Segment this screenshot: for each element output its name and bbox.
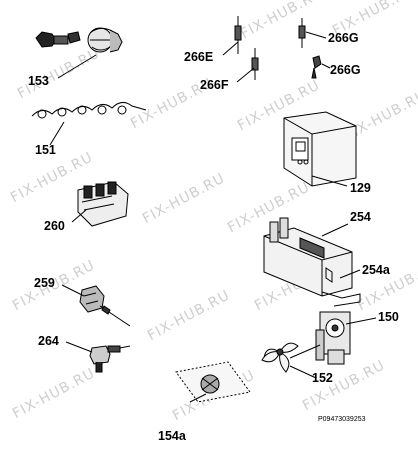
- part-154a-filter: [175, 361, 251, 403]
- label-266g-top: 266G: [328, 31, 359, 45]
- label-266g-bottom: 266G: [330, 63, 361, 77]
- label-266e: 266E: [184, 50, 214, 64]
- part-259-switch: [61, 284, 131, 327]
- label-260: 260: [44, 219, 65, 233]
- part-150-fan-motor: [315, 311, 377, 365]
- label-150: 150: [378, 310, 399, 324]
- part-152-fan-blade: [261, 342, 321, 379]
- label-152: 152: [312, 371, 333, 385]
- part-260-terminal-block: [71, 181, 129, 227]
- label-129: 129: [350, 181, 371, 195]
- part-266-fuses: [222, 16, 331, 83]
- drawing-code: P09473039253: [318, 416, 366, 423]
- label-254a: 254a: [362, 263, 390, 277]
- part-129-timer-module: [283, 111, 357, 187]
- part-151-bead-chain: [31, 102, 147, 146]
- part-254-igniter: [263, 217, 361, 307]
- label-154a: 154a: [158, 429, 186, 443]
- part-153-knob: [35, 27, 123, 79]
- label-254: 254: [350, 210, 371, 224]
- label-151: 151: [35, 143, 56, 157]
- label-153: 153: [28, 74, 49, 88]
- part-264-connector: [65, 341, 131, 373]
- label-266f: 266F: [200, 78, 229, 92]
- label-264: 264: [38, 334, 59, 348]
- label-259: 259: [34, 276, 55, 290]
